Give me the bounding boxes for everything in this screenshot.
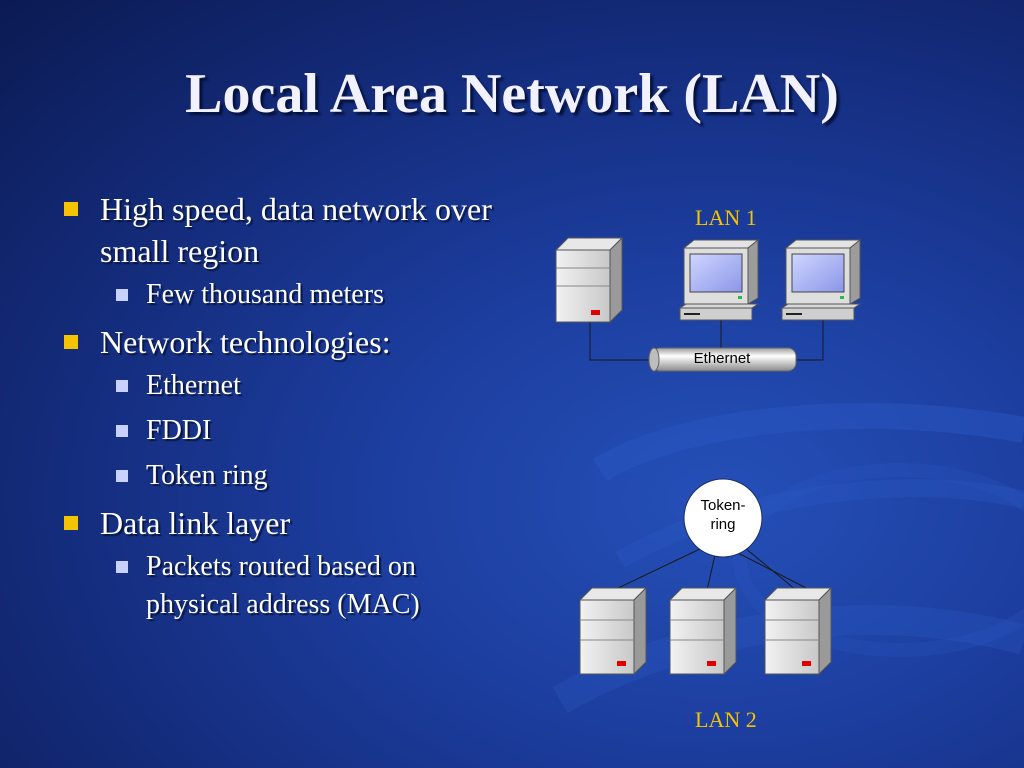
bullet-item: Data link layer — [60, 502, 500, 544]
ethernet-label: Ethernet — [693, 350, 751, 367]
lan2-cabling — [613, 547, 811, 591]
bullet-square-icon — [64, 516, 78, 530]
desktop-computer-icon — [678, 238, 760, 321]
sub-bullet-text: Ethernet — [146, 370, 241, 401]
server-icon — [554, 236, 624, 324]
sub-bullet-text: FDDI — [146, 415, 212, 446]
sub-bullet-item: Few thousand meters — [60, 276, 500, 314]
bullet-text: High speed, data network over small regi… — [100, 191, 492, 269]
bullet-text: Network technologies: — [100, 324, 391, 360]
bullet-square-icon — [64, 335, 78, 349]
server-icon — [668, 586, 738, 676]
sub-bullet-square-icon — [116, 380, 128, 392]
sub-bullet-square-icon — [116, 425, 128, 437]
sub-bullet-text: Packets routed based on physical address… — [146, 551, 420, 620]
ethernet-bus-icon — [648, 347, 797, 372]
bullet-text: Data link layer — [100, 505, 291, 541]
token-ring-node-icon — [683, 478, 763, 558]
bullet-square-icon — [64, 202, 78, 216]
server-icon — [763, 586, 833, 676]
lan1-label: LAN 1 — [695, 205, 757, 230]
sub-bullet-item: Packets routed based on physical address… — [60, 548, 500, 624]
desktop-computer-icon — [780, 238, 862, 321]
slide-title: Local Area Network (LAN) — [185, 63, 839, 125]
sub-bullet-square-icon — [116, 561, 128, 573]
bullet-item: Network technologies: — [60, 321, 500, 363]
sub-bullet-square-icon — [116, 289, 128, 301]
sub-bullet-text: Few thousand meters — [146, 279, 384, 310]
lan1-cabling — [589, 320, 824, 361]
server-icon — [578, 586, 648, 676]
bullet-item: High speed, data network over small regi… — [60, 188, 500, 272]
bullet-list: High speed, data network over small regi… — [60, 188, 500, 631]
token-ring-label: Token- ring — [684, 496, 762, 534]
sub-bullet-square-icon — [116, 470, 128, 482]
sub-bullet-item: FDDI — [60, 412, 500, 450]
sub-bullet-item: Ethernet — [60, 367, 500, 405]
sub-bullet-item: Token ring — [60, 457, 500, 495]
sub-bullet-text: Token ring — [146, 460, 268, 491]
token-ring-label-line1: Token- — [700, 497, 746, 514]
lan2-label: LAN 2 — [695, 707, 757, 732]
token-ring-label-line2: ring — [710, 516, 736, 533]
